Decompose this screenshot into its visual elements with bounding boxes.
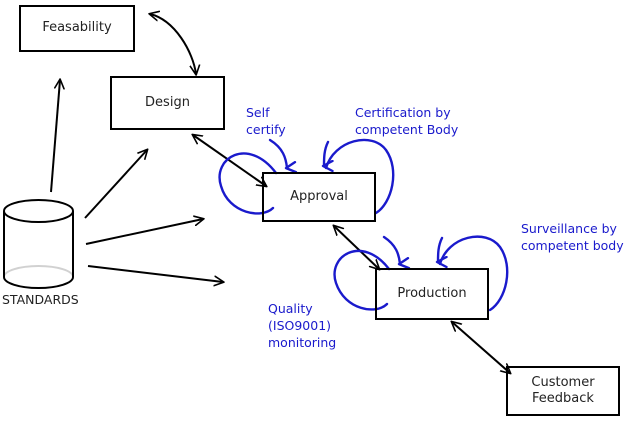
loop-production-left xyxy=(333,249,391,311)
node-production[interactable]: Production xyxy=(375,268,489,320)
node-design[interactable]: Design xyxy=(110,76,225,130)
edge-approval-to-production xyxy=(334,226,379,269)
annotation-self-certify: Self certify xyxy=(246,105,286,137)
loop-approval-right xyxy=(324,138,395,215)
edge-production-to-customer-feedback xyxy=(452,322,510,373)
annotation-certification-by-competent-body: Certification by competent Body xyxy=(355,105,459,137)
annotation-quality-iso9001-monitoring: Quality (ISO9001) monitoring xyxy=(268,301,337,350)
edge-standards-to-production xyxy=(87,265,223,282)
node-approval-label: Approval xyxy=(290,188,348,204)
node-feasability-label: Feasability xyxy=(42,20,112,36)
loop-production-right xyxy=(438,235,509,312)
loop-production-left-arrow xyxy=(382,235,400,264)
loop-approval-right-arrow xyxy=(324,140,328,166)
node-design-label: Design xyxy=(145,94,190,110)
node-standards-label: STANDARDS xyxy=(2,292,79,307)
edge-design-to-feasability xyxy=(150,14,196,74)
node-approval[interactable]: Approval xyxy=(262,172,376,222)
loop-approval-left xyxy=(218,152,278,215)
node-production-label: Production xyxy=(397,285,467,301)
edge-standards-to-design xyxy=(84,150,147,219)
node-customer-feedback-label: Customer Feedback xyxy=(531,374,595,406)
loop-production-right-arrow xyxy=(438,236,442,262)
node-customer-feedback[interactable]: Customer Feedback xyxy=(506,366,620,416)
edge-design-to-approval xyxy=(193,135,266,186)
annotation-surveillance-by-competent-body: Surveillance by competent body xyxy=(521,221,624,253)
edge-standards-to-approval xyxy=(85,219,203,245)
node-feasability[interactable]: Feasability xyxy=(19,5,135,52)
loop-approval-left-arrow xyxy=(268,138,287,168)
edge-standards-to-feasability xyxy=(50,80,60,193)
standards-cylinder-shape xyxy=(3,199,74,289)
